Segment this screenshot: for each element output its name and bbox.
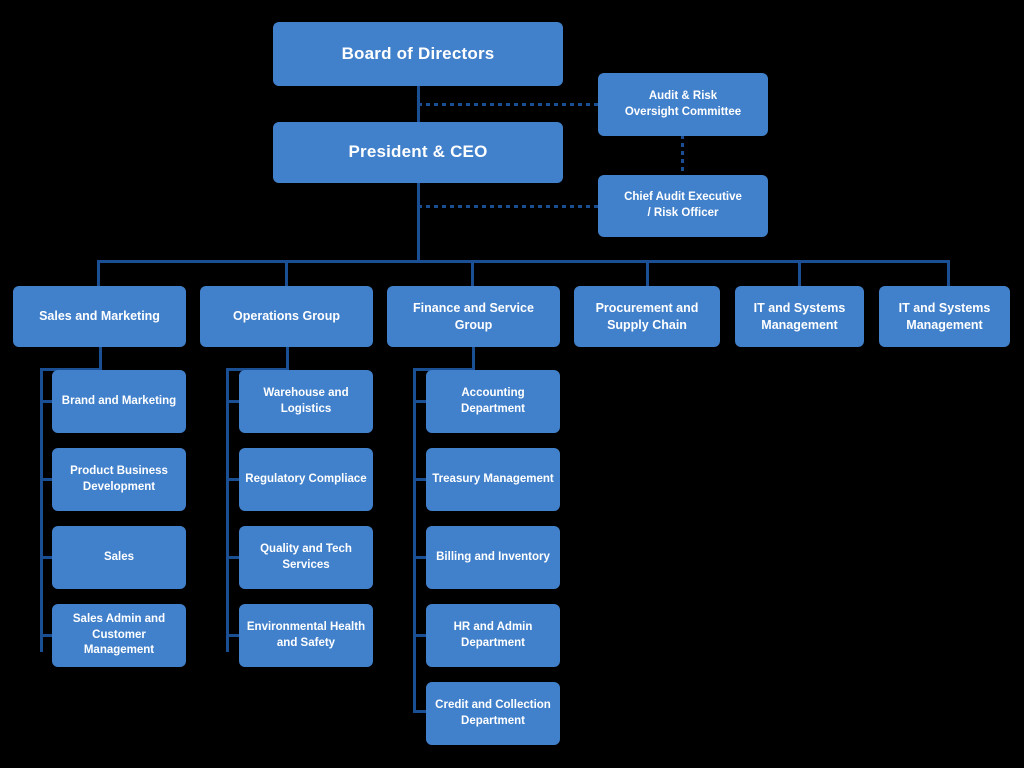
node-division-it-and-systems-management-2[interactable]: IT and Systems Management <box>879 286 1010 347</box>
stub-finance-4 <box>413 634 428 637</box>
node-label: Procurement and Supply Chain <box>595 300 699 332</box>
trunk-drop-sales <box>99 347 102 371</box>
stub-finance-2 <box>413 478 428 481</box>
trunk-drop-operations <box>286 347 289 371</box>
node-label: Quality and Tech Services <box>260 542 352 571</box>
node-president-ceo[interactable]: President & CEO <box>273 122 563 183</box>
connector-ceo-to-bus <box>417 183 420 262</box>
node-dept-environmental-health-and-safety[interactable]: Environmental Health and Safety <box>239 604 373 667</box>
stub-operations-4 <box>226 634 241 637</box>
stub-finance-5 <box>413 710 428 713</box>
node-dept-regulatory-compliance[interactable]: Regulatory Compliace <box>239 448 373 511</box>
node-dept-treasury-management[interactable]: Treasury Management <box>426 448 560 511</box>
node-label: Credit and Collection Department <box>435 698 551 727</box>
node-board-of-directors[interactable]: Board of Directors <box>273 22 563 86</box>
node-label: Accounting Department <box>461 386 525 415</box>
trunk-finance <box>413 368 416 710</box>
node-label: Product Business Development <box>70 464 168 493</box>
node-label: Regulatory Compliace <box>245 472 367 485</box>
drop-division-3 <box>471 260 474 287</box>
node-division-operations-group[interactable]: Operations Group <box>200 286 373 347</box>
stub-operations-3 <box>226 556 241 559</box>
node-division-procurement-and-supply-chain[interactable]: Procurement and Supply Chain <box>574 286 720 347</box>
drop-division-6 <box>947 260 950 287</box>
node-label-line2: / Risk Officer <box>647 207 719 219</box>
node-dept-product-business-development[interactable]: Product Business Development <box>52 448 186 511</box>
node-dept-quality-and-tech-services[interactable]: Quality and Tech Services <box>239 526 373 589</box>
node-label: Sales <box>103 550 135 563</box>
stub-finance-3 <box>413 556 428 559</box>
drop-division-2 <box>285 260 288 287</box>
node-label-line2: Oversight Committee <box>624 105 742 118</box>
node-dept-accounting-department[interactable]: Accounting Department <box>426 370 560 433</box>
node-dept-brand-and-marketing[interactable]: Brand and Marketing <box>52 370 186 433</box>
connector-board-to-ceo <box>417 86 420 126</box>
node-chief-audit-executive[interactable]: Chief Audit Executive / Risk Officer <box>598 175 768 237</box>
stub-sales-1 <box>40 400 54 403</box>
stub-sales-3 <box>40 556 54 559</box>
node-dept-sales[interactable]: Sales <box>52 526 186 589</box>
trunk-drop-finance <box>472 347 475 371</box>
node-label: Environmental Health and Safety <box>246 620 366 649</box>
trunk-sales <box>40 368 43 652</box>
stub-sales-2 <box>40 478 54 481</box>
node-label: Treasury Management <box>432 472 554 485</box>
node-dept-billing-and-inventory[interactable]: Billing and Inventory <box>426 526 560 589</box>
node-label: Finance and Service Group <box>413 300 534 332</box>
node-division-finance-and-service-group[interactable]: Finance and Service Group <box>387 286 560 347</box>
node-division-sales-and-marketing[interactable]: Sales and Marketing <box>13 286 186 347</box>
node-label: Brand and Marketing <box>61 394 177 407</box>
node-label: Operations Group <box>233 309 340 324</box>
stub-finance-1 <box>413 400 428 403</box>
trunk-operations <box>226 368 229 652</box>
node-label: Sales Admin and Customer Management <box>72 613 166 657</box>
stub-operations-1 <box>226 400 241 403</box>
node-label: Warehouse and Logistics <box>263 386 349 415</box>
node-label: Board of Directors <box>341 43 495 63</box>
trunk-elbow-sales <box>40 368 101 371</box>
stub-operations-2 <box>226 478 241 481</box>
trunk-elbow-operations <box>226 368 288 371</box>
node-label-line1: Chief Audit Executive <box>624 191 742 204</box>
node-audit-risk-oversight-committee[interactable]: Audit & Risk Oversight Committee <box>598 73 768 136</box>
drop-division-4 <box>646 260 649 287</box>
dotted-connector-board-to-audit-committee <box>418 103 600 106</box>
stub-sales-4 <box>40 634 54 637</box>
node-division-it-and-systems-management-1[interactable]: IT and Systems Management <box>735 286 864 347</box>
node-label: Sales and Marketing <box>39 309 160 324</box>
trunk-elbow-finance <box>413 368 475 371</box>
node-label: IT and Systems Management <box>753 300 846 332</box>
node-dept-hr-and-admin-department[interactable]: HR and Admin Department <box>426 604 560 667</box>
node-label: Billing and Inventory <box>436 550 550 563</box>
node-dept-warehouse-and-logistics[interactable]: Warehouse and Logistics <box>239 370 373 433</box>
node-label: HR and Admin Department <box>453 620 533 649</box>
node-dept-sales-admin-and-customer-management[interactable]: Sales Admin and Customer Management <box>52 604 186 667</box>
division-bus-line <box>97 260 950 263</box>
node-label: President & CEO <box>348 142 488 162</box>
dotted-connector-audit-committee-to-chief-audit <box>681 135 684 176</box>
node-label: IT and Systems Management <box>898 300 991 332</box>
drop-division-1 <box>97 260 100 287</box>
node-label: Chief Audit Executive / Risk Officer <box>624 190 742 221</box>
dotted-connector-ceo-to-chief-audit <box>418 205 600 208</box>
node-label-line1: Audit & Risk <box>648 89 718 102</box>
drop-division-5 <box>798 260 801 287</box>
node-label: Audit & Risk Oversight Committee <box>625 89 741 120</box>
node-dept-credit-and-collection-department[interactable]: Credit and Collection Department <box>426 682 560 745</box>
